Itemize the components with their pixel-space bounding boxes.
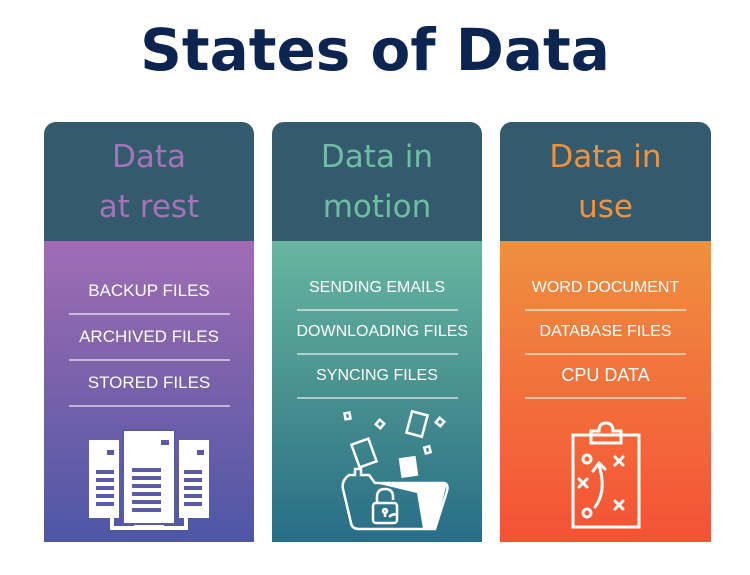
item-list: BACKUP FILES ARCHIVED FILES STORED FILES bbox=[44, 269, 254, 407]
card-data-at-rest: Data at rest BACKUP FILES ARCHIVED FILES… bbox=[44, 122, 254, 542]
card-heading-line2: at rest bbox=[98, 188, 200, 225]
card-data-in-use: Data in use WORD DOCUMENT DATABASE FILES… bbox=[500, 122, 711, 542]
item-list: SENDING EMAILS DOWNLOADING FILES SYNCING… bbox=[272, 267, 482, 399]
card-body: BACKUP FILES ARCHIVED FILES STORED FILES bbox=[44, 241, 254, 542]
card-data-in-motion: Data in motion SENDING EMAILS DOWNLOADIN… bbox=[272, 122, 482, 542]
list-item: ARCHIVED FILES bbox=[68, 315, 230, 361]
server-rack-icon bbox=[44, 426, 254, 532]
list-item: SYNCING FILES bbox=[296, 355, 458, 399]
card-heading-line1: Data in bbox=[320, 138, 434, 175]
card-header: Data in motion bbox=[272, 122, 482, 241]
page-title: States of Data bbox=[140, 16, 610, 84]
item-list: WORD DOCUMENT DATABASE FILES CPU DATA bbox=[500, 267, 711, 399]
card-heading-line1: Data in bbox=[549, 138, 662, 175]
list-item: WORD DOCUMENT bbox=[525, 267, 686, 311]
card-body: SENDING EMAILS DOWNLOADING FILES SYNCING… bbox=[272, 241, 482, 542]
list-item: DOWNLOADING FILES bbox=[296, 311, 468, 355]
card-heading-line2: use bbox=[578, 188, 633, 225]
list-item: CPU DATA bbox=[525, 355, 686, 399]
card-heading-line2: motion bbox=[322, 188, 432, 225]
list-item: DATABASE FILES bbox=[525, 311, 686, 355]
card-header: Data in use bbox=[500, 122, 711, 241]
list-item: BACKUP FILES bbox=[68, 269, 230, 315]
clipboard-strategy-icon bbox=[500, 421, 711, 531]
list-item: SENDING EMAILS bbox=[296, 267, 458, 311]
card-body: WORD DOCUMENT DATABASE FILES CPU DATA bbox=[500, 241, 711, 542]
list-item: STORED FILES bbox=[68, 361, 230, 407]
card-heading-line1: Data bbox=[111, 138, 187, 175]
folder-unlock-files-icon bbox=[272, 405, 482, 535]
card-header: Data at rest bbox=[44, 122, 254, 241]
